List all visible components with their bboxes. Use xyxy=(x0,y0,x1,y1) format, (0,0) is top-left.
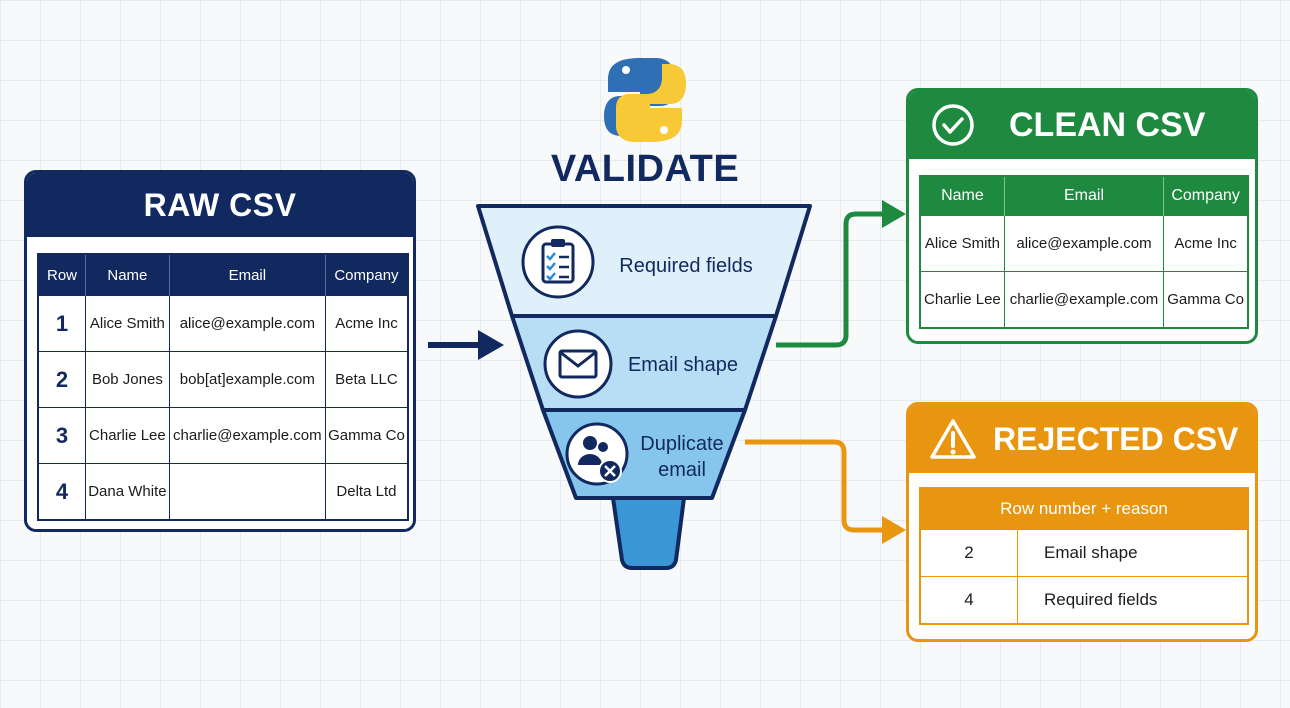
name-cell: Alice Smith xyxy=(919,215,1005,272)
clipboard-checklist-icon xyxy=(521,225,595,299)
company-cell: Beta LLC xyxy=(324,351,409,408)
reason-cell: Email shape xyxy=(1017,529,1249,577)
clean-csv-header: CLEAN CSV xyxy=(909,91,1255,159)
name-cell: Alice Smith xyxy=(85,295,170,352)
column-header: Company xyxy=(1163,176,1248,216)
envelope-icon xyxy=(543,329,613,399)
step-required-fields: Required fields xyxy=(619,255,753,277)
company-cell: Acme Inc xyxy=(324,295,409,352)
name-cell: Bob Jones xyxy=(85,351,170,408)
email-cell xyxy=(168,463,326,521)
table-row: 2 Email shape xyxy=(919,529,1249,577)
python-logo xyxy=(604,58,686,142)
table-row: 4 Dana White Delta Ltd xyxy=(37,463,409,521)
table-header-row: Row number + reason xyxy=(920,488,1248,530)
row-number: 4 xyxy=(37,463,86,521)
name-cell: Dana White xyxy=(85,463,170,521)
table-row: Alice Smith alice@example.com Acme Inc xyxy=(919,215,1249,272)
name-cell: Charlie Lee xyxy=(919,271,1005,329)
column-header: Row xyxy=(38,254,86,296)
table-row: 4 Required fields xyxy=(919,576,1249,625)
row-number: 1 xyxy=(37,295,86,352)
row-number: 2 xyxy=(919,529,1018,577)
arrow-raw-to-validate xyxy=(428,330,504,360)
row-number: 3 xyxy=(37,407,86,464)
rejected-csv-table: Row number + reason 2 Email shape 4 Requ… xyxy=(919,487,1249,625)
company-cell: Delta Ltd xyxy=(324,463,409,521)
table-row: 3 Charlie Lee charlie@example.com Gamma … xyxy=(37,407,409,464)
clean-csv-table: Name Email Company Alice Smith alice@exa… xyxy=(919,175,1249,329)
table-row: Charlie Lee charlie@example.com Gamma Co xyxy=(919,271,1249,329)
raw-csv-panel: RAW CSV Row Name Email Company 1 Alice S… xyxy=(24,170,416,532)
column-header: Email xyxy=(1004,176,1165,216)
check-circle-icon xyxy=(932,104,974,146)
column-header: Email xyxy=(169,254,326,296)
clean-csv-panel: CLEAN CSV Name Email Company Alice Smith… xyxy=(906,88,1258,344)
column-header: Row number + reason xyxy=(920,488,1248,530)
row-number: 4 xyxy=(919,576,1018,625)
raw-csv-table: Row Name Email Company 1 Alice Smith ali… xyxy=(37,253,409,521)
arrow-validate-to-rejected xyxy=(745,439,906,544)
arrow-validate-to-clean xyxy=(776,200,906,348)
email-cell: charlie@example.com xyxy=(1003,271,1165,329)
email-cell: alice@example.com xyxy=(168,295,326,352)
email-cell: bob[at]example.com xyxy=(168,351,326,408)
raw-csv-title: RAW CSV xyxy=(27,173,413,237)
warning-triangle-icon xyxy=(930,419,976,459)
reason-cell: Required fields xyxy=(1017,576,1249,625)
validate-title: VALIDATE xyxy=(550,148,740,190)
users-x-icon xyxy=(565,422,629,486)
column-header: Name xyxy=(920,176,1005,216)
rejected-csv-title: REJECTED CSV xyxy=(993,420,1239,457)
clean-csv-title: CLEAN CSV xyxy=(1009,105,1206,144)
rejected-csv-panel: REJECTED CSV Row number + reason 2 Email… xyxy=(906,402,1258,642)
column-header: Company xyxy=(325,254,408,296)
company-cell: Acme Inc xyxy=(1163,215,1249,272)
name-cell: Charlie Lee xyxy=(85,407,170,464)
email-cell: alice@example.com xyxy=(1003,215,1165,272)
table-row: 1 Alice Smith alice@example.com Acme Inc xyxy=(37,295,409,352)
table-header-row: Name Email Company xyxy=(920,176,1248,216)
email-cell: charlie@example.com xyxy=(168,407,326,464)
column-header: Name xyxy=(85,254,170,296)
row-number: 2 xyxy=(37,351,86,408)
rejected-csv-header: REJECTED CSV xyxy=(909,405,1255,473)
step-duplicate-email: Duplicate email xyxy=(640,433,724,481)
step-email-shape: Email shape xyxy=(627,354,739,376)
company-cell: Gamma Co xyxy=(1163,271,1249,329)
table-row: 2 Bob Jones bob[at]example.com Beta LLC xyxy=(37,351,409,408)
table-header-row: Row Name Email Company xyxy=(38,254,408,296)
company-cell: Gamma Co xyxy=(324,407,409,464)
